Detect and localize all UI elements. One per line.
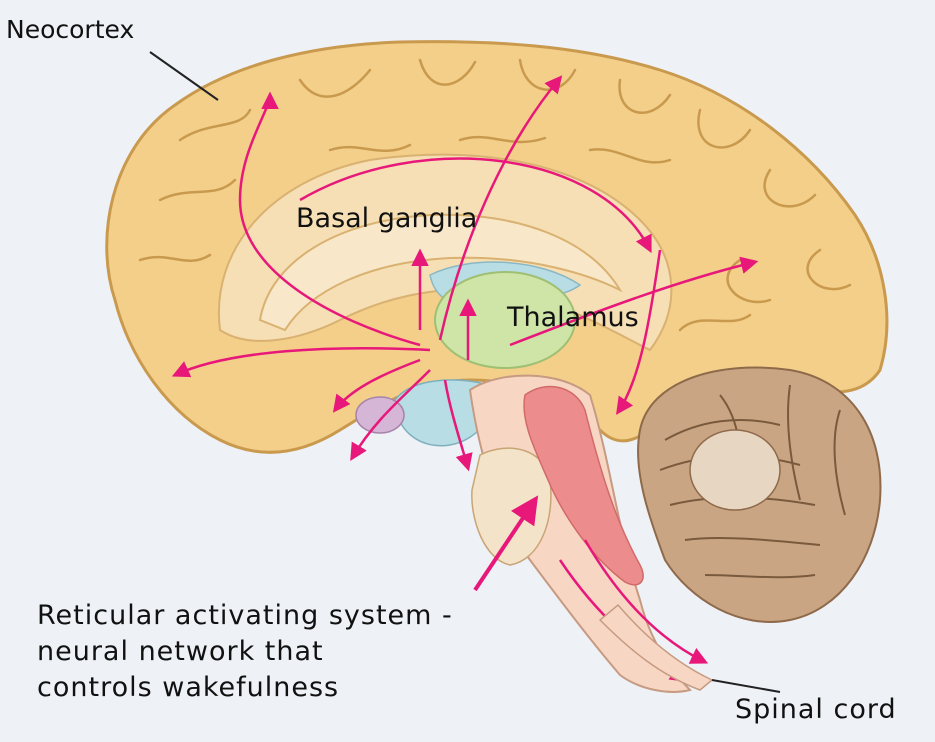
arbor-vitae (690, 430, 780, 510)
neocortex-leader-line (150, 52, 218, 100)
label-ras-line-2: neural network that (37, 634, 453, 670)
spinal-cord-leader-line (712, 680, 780, 692)
label-ras-line-3: controls wakefulness (37, 670, 453, 706)
label-thalamus: Thalamus (507, 304, 639, 331)
label-ras-line-1: Reticular activating system - (37, 598, 453, 634)
label-reticular-activating-system: Reticular activating system - neural net… (37, 598, 453, 706)
label-spinal-cord: Spinal cord (735, 696, 897, 723)
label-basal-ganglia: Basal ganglia (296, 205, 477, 232)
label-neocortex: Neocortex (6, 17, 134, 42)
